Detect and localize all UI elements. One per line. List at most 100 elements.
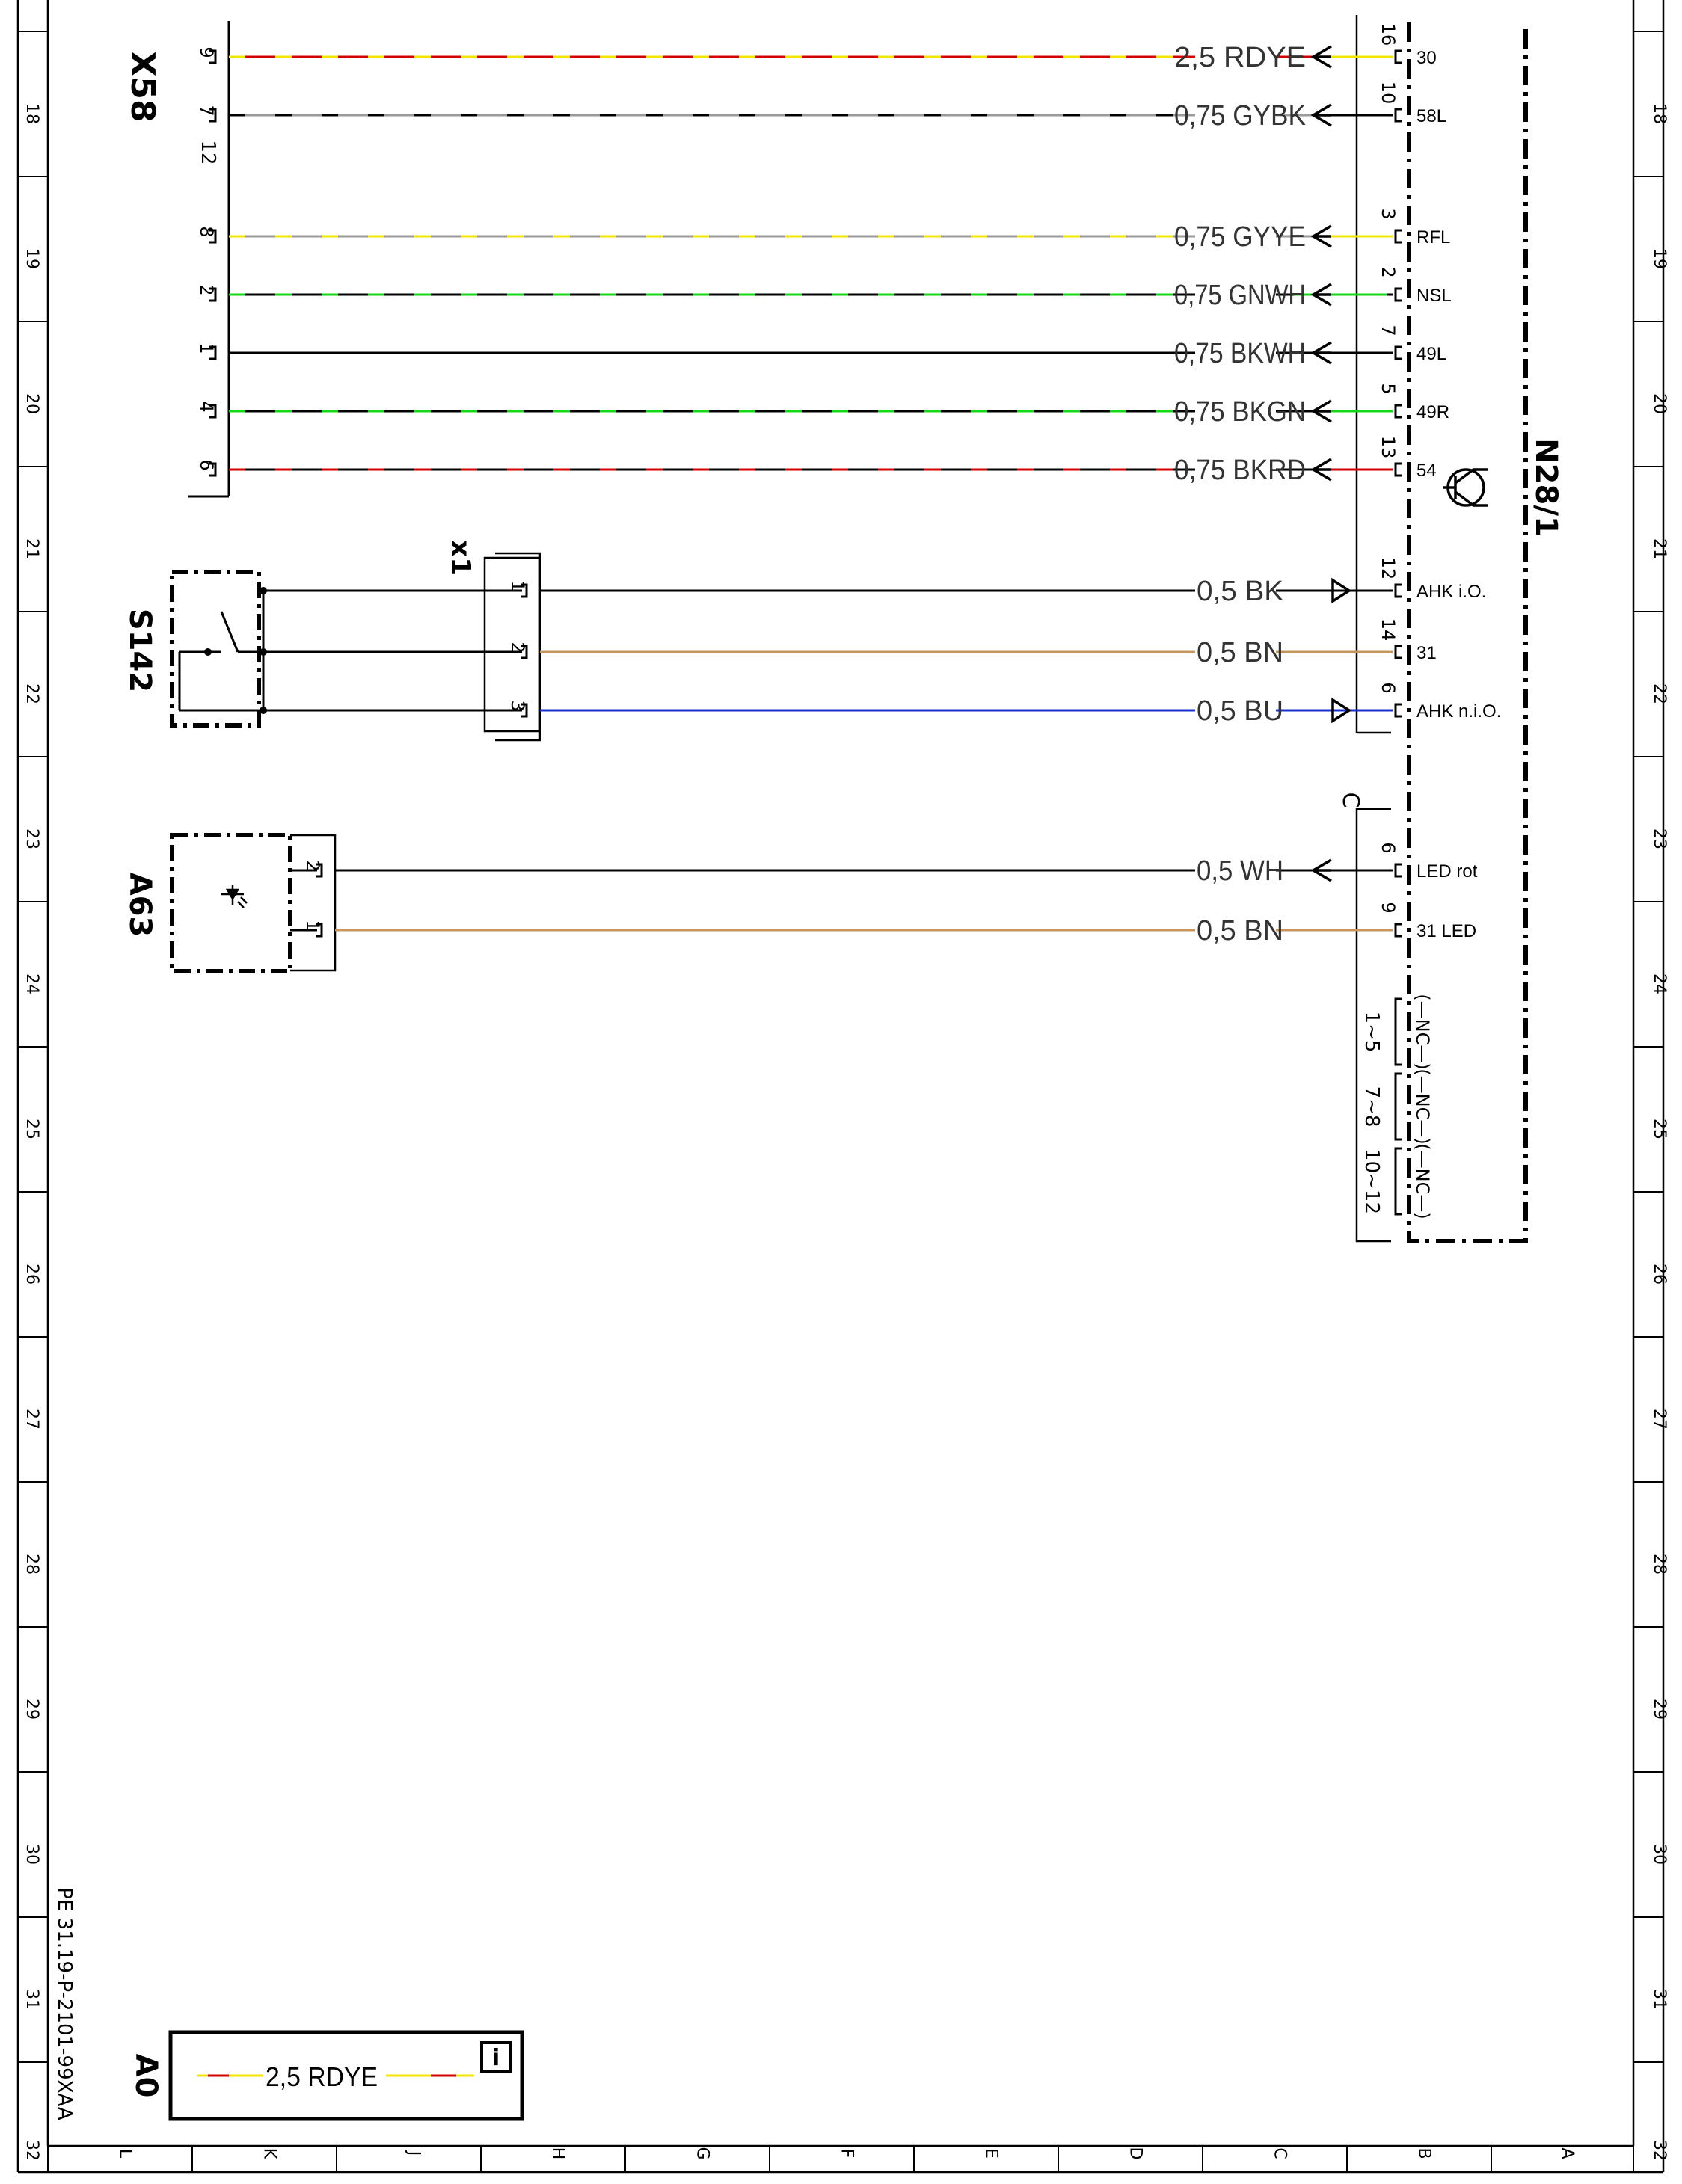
pin-number-left: 6 bbox=[196, 459, 217, 470]
column-letter: G bbox=[693, 2147, 712, 2159]
column-letter: L bbox=[116, 2149, 135, 2159]
row-number-right: 25 bbox=[1650, 1119, 1669, 1139]
row-number-left: 19 bbox=[22, 248, 41, 269]
column-letter: E bbox=[982, 2148, 1001, 2159]
x58-connector: X58 12 bbox=[123, 21, 230, 498]
terminal-label: AHK n.i.O. bbox=[1416, 701, 1501, 722]
arrow-icon bbox=[1310, 458, 1332, 482]
nc-label: (—NC—) bbox=[1412, 994, 1433, 1069]
pin-number-right: 6 bbox=[1378, 682, 1399, 693]
nc-pin-range: 7~8 bbox=[1360, 1086, 1383, 1128]
pin-bracket bbox=[1394, 645, 1402, 659]
column-letter: H bbox=[549, 2147, 568, 2160]
pin-bracket bbox=[521, 703, 528, 718]
nc-label: (—NC—) bbox=[1412, 1143, 1433, 1219]
terminal-label: RFL bbox=[1416, 227, 1450, 247]
row-number-right: 30 bbox=[1650, 1844, 1669, 1865]
pin-bracket bbox=[1394, 229, 1402, 244]
nc-group: 10~12 (—NC—) bbox=[1360, 1143, 1433, 1219]
pin-bracket bbox=[1394, 108, 1402, 123]
nc-label: (—NC—) bbox=[1412, 1068, 1433, 1144]
wire-label: 0,75 GYYE bbox=[1174, 221, 1306, 253]
row-number-left: 28 bbox=[22, 1554, 41, 1575]
x58-extra-pin: 12 bbox=[197, 140, 219, 164]
row-number-right: 26 bbox=[1650, 1264, 1669, 1285]
pin-bracket bbox=[209, 108, 217, 123]
row-number-right: 31 bbox=[1650, 1989, 1669, 2010]
frame bbox=[16, 0, 1665, 2174]
terminal-label: 31 LED bbox=[1416, 921, 1476, 941]
wire-label: 0,75 GYBK bbox=[1174, 100, 1306, 132]
pin-number-right: 5 bbox=[1378, 383, 1399, 394]
nc-pin-range: 10~12 bbox=[1360, 1148, 1383, 1214]
terminal-label: 30 bbox=[1416, 48, 1437, 68]
column-letter: J bbox=[405, 2150, 423, 2156]
pin-bracket bbox=[209, 404, 217, 419]
arrow-icon bbox=[1331, 697, 1352, 724]
pin-bracket bbox=[1394, 462, 1402, 477]
pin-bracket bbox=[1394, 49, 1402, 64]
row-number-left: 29 bbox=[22, 1699, 41, 1720]
arrow-icon bbox=[1310, 399, 1332, 423]
wire-label: 0,5 BN bbox=[1197, 637, 1283, 668]
pin-bracket bbox=[209, 49, 217, 64]
terminal-label: 31 bbox=[1416, 643, 1437, 663]
info-icon: i bbox=[492, 2045, 500, 2071]
document-code: PE 31.19-P-2101-99XAA bbox=[53, 1887, 76, 2120]
pin-number-left: 3 bbox=[507, 700, 528, 711]
row-number-left: 32 bbox=[22, 2140, 41, 2161]
pin-bracket bbox=[1394, 404, 1402, 419]
wire-label: 0,5 WH bbox=[1197, 855, 1283, 887]
pin-bracket bbox=[1394, 923, 1402, 938]
pin-bracket bbox=[209, 345, 217, 360]
switch-contact-icon bbox=[178, 591, 265, 712]
x58-label: X58 bbox=[123, 51, 162, 122]
pin-number-left: 2 bbox=[196, 284, 217, 295]
pin-number-right: 16 bbox=[1378, 23, 1399, 46]
wire-label: 2,5 RDYE bbox=[1174, 42, 1306, 73]
pin-number-right: 9 bbox=[1378, 902, 1399, 913]
wire-label: 0,5 BU bbox=[1197, 695, 1283, 727]
row-number-right: 22 bbox=[1650, 683, 1669, 704]
terminal-label: 58L bbox=[1416, 106, 1446, 126]
pin-number-left: 2 bbox=[302, 860, 323, 871]
row-number-right: 32 bbox=[1650, 2140, 1669, 2161]
row-number-left: 18 bbox=[22, 103, 41, 124]
pin-bracket bbox=[1394, 345, 1402, 360]
column-letter: C bbox=[1271, 2147, 1289, 2159]
terminal-label: 49L bbox=[1416, 344, 1446, 364]
terminal-label: 49R bbox=[1416, 402, 1449, 422]
row-number-right: 21 bbox=[1650, 538, 1669, 559]
row-number-right: 27 bbox=[1650, 1409, 1669, 1430]
row-number-right: 19 bbox=[1650, 248, 1669, 269]
pin-number-right: 3 bbox=[1378, 208, 1399, 219]
pin-number-right: 10 bbox=[1378, 81, 1399, 105]
row-number-right: 29 bbox=[1650, 1699, 1669, 1720]
row-number-left: 22 bbox=[22, 683, 41, 704]
column-letter: D bbox=[1126, 2147, 1145, 2160]
pin-bracket bbox=[1394, 583, 1402, 598]
row-ticks bbox=[18, 31, 1663, 2063]
wire-label: 0,75 GNWH bbox=[1174, 280, 1306, 311]
pin-number-right: 13 bbox=[1378, 436, 1399, 459]
connector-c-label: C bbox=[1337, 793, 1363, 808]
pin-bracket bbox=[209, 229, 217, 244]
pin-bracket bbox=[1394, 703, 1402, 718]
column-letter: B bbox=[1415, 2147, 1434, 2159]
pin-number-left: 1 bbox=[196, 342, 217, 354]
row-number-right: 23 bbox=[1650, 828, 1669, 849]
legend-label: 2,5 RDYE bbox=[266, 2061, 378, 2092]
s142-label: S142 bbox=[123, 609, 157, 692]
